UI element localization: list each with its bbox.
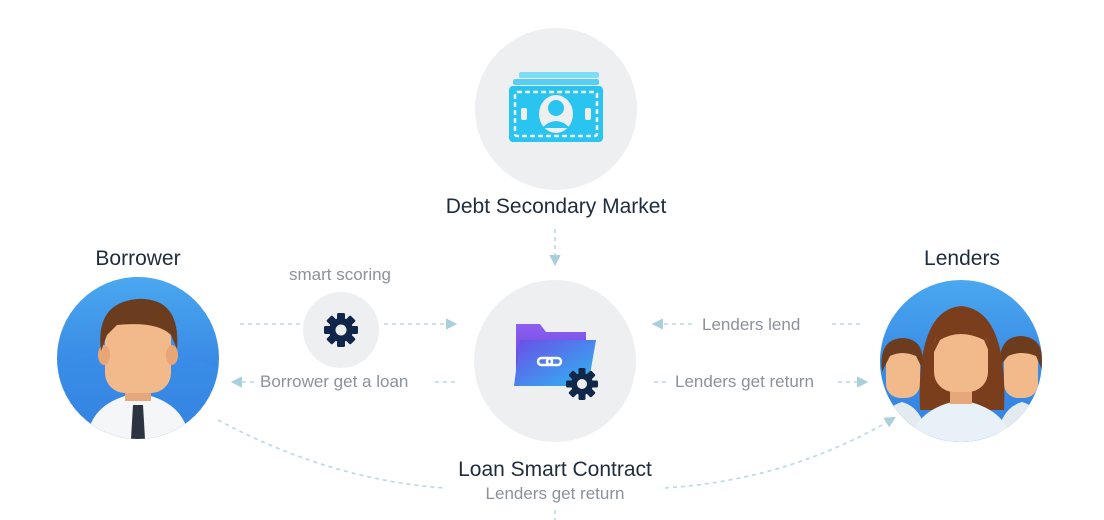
folder-link-gear-icon <box>514 324 598 400</box>
money-bill-icon <box>509 72 603 142</box>
market-node <box>475 28 637 190</box>
scoring-title: smart scoring <box>288 265 392 284</box>
borrower-avatar <box>57 277 219 439</box>
lenders-avatar-icon <box>880 280 1042 442</box>
borrower-title: Borrower <box>95 247 181 270</box>
arrow-borrower-to-lenders-curve-2 <box>664 416 896 489</box>
lenders-avatar <box>880 280 1042 442</box>
contract-node <box>474 280 636 442</box>
borrower-avatar-icon <box>57 277 219 439</box>
lenders-return-label: Lenders get return <box>675 372 814 391</box>
borrower-loan-label: Borrower get a loan <box>260 372 409 391</box>
arrow-borrower-to-lenders-curve <box>217 419 446 489</box>
lenders-title: Lenders <box>924 247 1000 270</box>
market-title: Debt Secondary Market <box>445 195 667 218</box>
gear-icon <box>324 313 358 347</box>
scoring-node <box>303 292 379 368</box>
contract-title: Loan Smart Contract <box>458 458 652 481</box>
lenders-lend-label: Lenders lend <box>702 315 801 334</box>
bottom-return-label: Lenders get return <box>485 484 625 503</box>
